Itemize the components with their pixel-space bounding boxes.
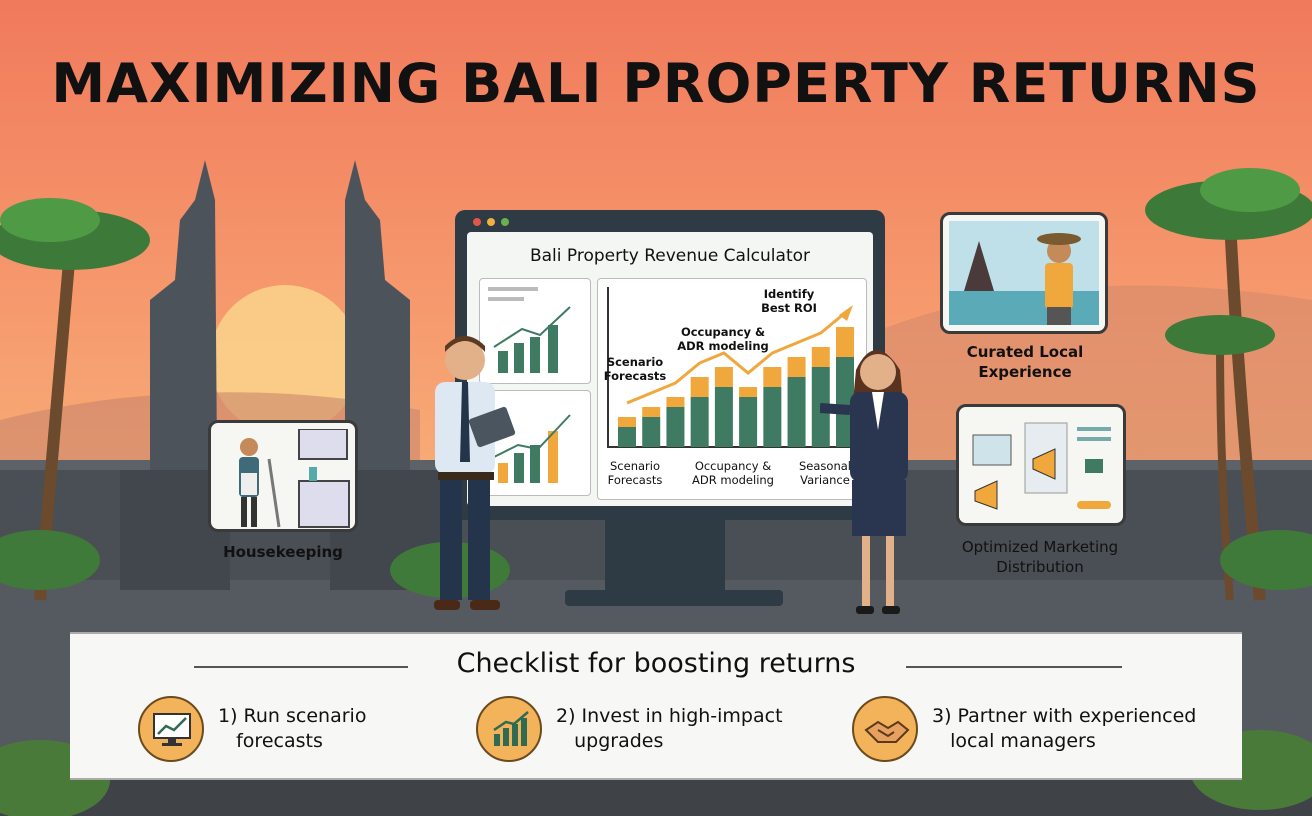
chart-bar-green bbox=[739, 397, 758, 447]
annotation-identify-roi: Identify Best ROI bbox=[761, 287, 817, 315]
revenue-bar-chart bbox=[607, 287, 860, 448]
calculator-title: Bali Property Revenue Calculator bbox=[529, 246, 811, 266]
man-with-tablet bbox=[434, 336, 516, 610]
megaphone-icon bbox=[972, 422, 1111, 510]
chart-bar-orange bbox=[618, 417, 636, 427]
calculator-screen: Bali Property Revenue Calculator bbox=[467, 232, 873, 506]
chart-bar-orange bbox=[739, 387, 758, 397]
chart-bar-orange bbox=[690, 377, 709, 397]
woman-presenter bbox=[820, 350, 908, 614]
mini-chart-top bbox=[479, 278, 591, 384]
x-label-scenario: Scenario Forecasts bbox=[607, 459, 663, 487]
trend-arrow-line bbox=[626, 311, 846, 405]
chart-bar-green bbox=[642, 417, 661, 447]
bar-chart-icon bbox=[476, 696, 542, 762]
housekeeper-icon bbox=[239, 429, 350, 528]
annotation-scenario: Scenario Forecasts bbox=[603, 355, 667, 383]
chart-bar-green bbox=[714, 387, 733, 447]
x-label-seasonal: Seasonal Variance bbox=[799, 459, 851, 487]
trend-arrow-head bbox=[839, 305, 853, 321]
chart-bar-green bbox=[690, 397, 709, 447]
chart-bar-green bbox=[836, 357, 854, 447]
checklist-title: Checklist for boosting returns bbox=[456, 648, 856, 679]
chart-bar-orange bbox=[836, 327, 854, 357]
chart-bar-orange bbox=[714, 367, 733, 387]
chart-bar-green bbox=[787, 377, 806, 447]
mini-chart-bottom bbox=[479, 390, 591, 496]
mini-bar-chart-icon bbox=[488, 287, 571, 373]
checklist-divider-left bbox=[194, 666, 408, 668]
chart-bar-orange bbox=[763, 367, 782, 387]
chart-bar-orange bbox=[666, 397, 685, 407]
tour-guide-icon bbox=[949, 221, 1099, 325]
checklist-item-text: 2) Invest in high-impact upgrades bbox=[556, 705, 783, 752]
marketing-card bbox=[956, 404, 1126, 526]
monitor-base bbox=[565, 590, 783, 606]
chart-bar-orange bbox=[811, 347, 830, 367]
chart-bar-orange bbox=[787, 357, 806, 377]
chart-bar-green bbox=[666, 407, 685, 447]
checklist-item: 1) Run scenario forecasts bbox=[138, 696, 438, 766]
local-experience-card bbox=[940, 212, 1108, 334]
marketing-label: Optimized Marketing Distribution bbox=[961, 538, 1119, 576]
chart-bar-orange bbox=[642, 407, 661, 417]
revenue-calculator-monitor: Bali Property Revenue Calculator bbox=[455, 210, 885, 520]
main-chart-panel: Identify Best ROI Occupancy & ADR modeli… bbox=[597, 278, 867, 500]
annotation-occupancy: Occupancy & ADR modeling bbox=[677, 325, 769, 353]
local-experience-label: Curated Local Experience bbox=[966, 343, 1084, 381]
monitor-stand bbox=[605, 520, 725, 592]
checklist-item: 2) Invest in high-impact upgrades bbox=[476, 696, 836, 766]
chart-bar-green bbox=[763, 387, 782, 447]
checklist-item: 3) Partner with experienced local manage… bbox=[852, 696, 1242, 766]
checklist-divider-right bbox=[906, 666, 1122, 668]
housekeeping-label: Housekeeping bbox=[223, 543, 343, 561]
handshake-icon bbox=[852, 696, 918, 762]
checklist-item-text: 3) Partner with experienced local manage… bbox=[932, 705, 1197, 752]
mini-orange-bar-chart-icon bbox=[493, 414, 571, 483]
checklist-panel: Checklist for boosting returns 1) Run sc… bbox=[70, 632, 1242, 780]
checklist-item-text: 1) Run scenario forecasts bbox=[218, 705, 367, 752]
chart-bar-green bbox=[618, 427, 636, 447]
page-title: MAXIMIZING BALI PROPERTY RETURNS bbox=[51, 52, 1261, 115]
housekeeping-card bbox=[208, 420, 358, 532]
monitor-chart-icon bbox=[138, 696, 204, 762]
x-label-occupancy: Occupancy & ADR modeling bbox=[692, 459, 774, 487]
